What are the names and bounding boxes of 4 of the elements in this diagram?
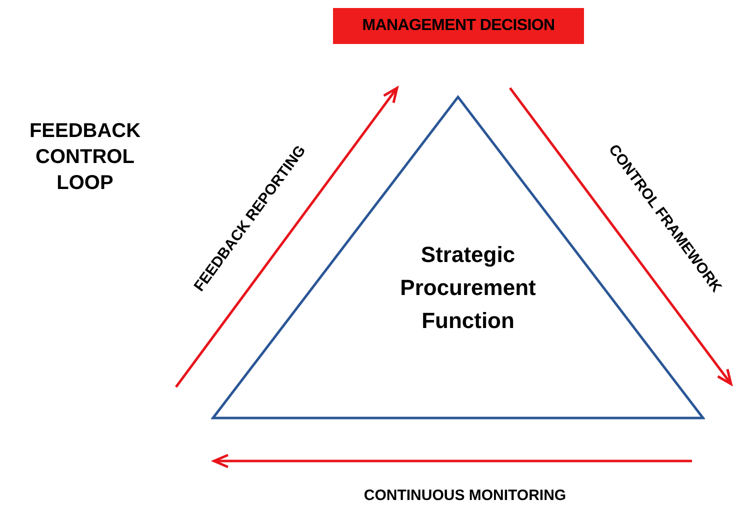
- arrow-label: CONTINUOUS MONITORING: [362, 487, 568, 504]
- decision-box: MANAGEMENT DECISION: [333, 8, 584, 44]
- title: FEEDBACK CONTROL LOOP: [28, 119, 142, 196]
- node-label: Strategic Procurement Function: [399, 241, 537, 335]
